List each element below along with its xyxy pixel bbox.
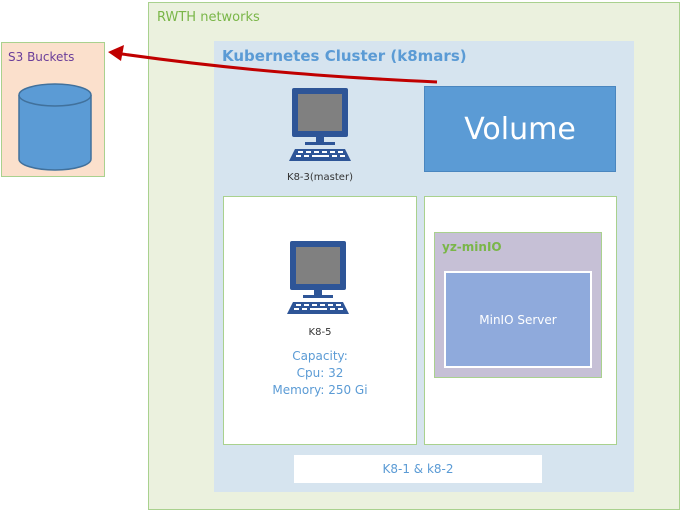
volume-box: Volume — [424, 86, 616, 172]
computer-icon — [289, 88, 351, 161]
s3-buckets-box: S3 Buckets — [1, 42, 105, 177]
rwth-networks-label: RWTH networks — [157, 10, 260, 25]
memory-capacity: Memory: 250 Gi — [272, 383, 368, 397]
master-node-label: K8-3(master) — [287, 172, 353, 183]
other-nodes-box: K8-1 & k8-2 — [294, 455, 542, 483]
s3-buckets-label: S3 Buckets — [8, 50, 75, 64]
cpu-capacity: Cpu: 32 — [296, 366, 344, 380]
minio-server-label: MinIO Server — [479, 312, 557, 327]
computer-icon — [287, 241, 349, 314]
minio-server-box: MinIO Server — [444, 271, 592, 368]
capacity-title: Capacity: — [292, 349, 348, 363]
namespace-label: yz-minIO — [442, 240, 502, 254]
other-nodes-label: K8-1 & k8-2 — [382, 462, 454, 476]
cluster-title: Kubernetes Cluster (k8mars) — [222, 47, 467, 65]
worker-node-label: K8-5 — [308, 327, 332, 338]
database-cylinder-icon — [18, 83, 92, 171]
worker-node-box — [223, 196, 417, 445]
volume-label: Volume — [464, 111, 576, 147]
